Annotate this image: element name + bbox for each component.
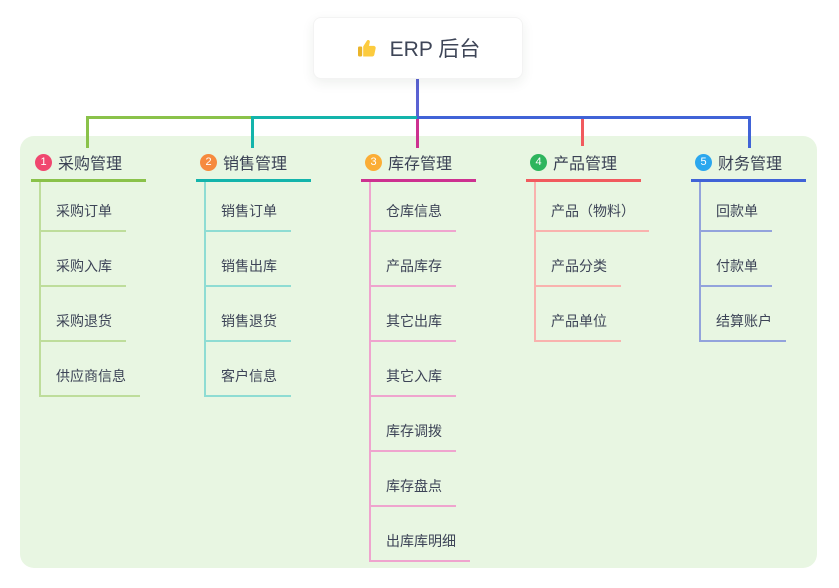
child-node[interactable]: 采购退货	[39, 287, 126, 342]
child-node[interactable]: 供应商信息	[39, 342, 140, 397]
child-node[interactable]: 出库库明细	[369, 507, 470, 562]
branch-title-sales[interactable]: 2 销售管理	[196, 150, 311, 182]
child-node[interactable]: 库存调拨	[369, 397, 456, 452]
root-node[interactable]: ERP 后台	[313, 17, 523, 79]
branch-label: 库存管理	[388, 156, 453, 173]
child-node[interactable]: 其它入库	[369, 342, 456, 397]
branch-product: 4 产品管理 产品（物料） 产品分类 产品单位	[526, 150, 656, 342]
child-node[interactable]: 采购入库	[39, 232, 126, 287]
child-node[interactable]: 产品分类	[534, 232, 621, 287]
branch-sales: 2 销售管理 销售订单 销售出库 销售退货 客户信息	[196, 150, 326, 397]
branch-label: 销售管理	[223, 156, 288, 173]
branch-number-badge: 4	[530, 153, 547, 171]
child-node[interactable]: 销售退货	[204, 287, 291, 342]
branch-children: 产品（物料） 产品分类 产品单位	[534, 182, 656, 342]
connector-root-drop	[416, 79, 419, 118]
branch-number-badge: 2	[200, 153, 217, 171]
branch-label: 产品管理	[553, 156, 618, 173]
child-node[interactable]: 产品库存	[369, 232, 456, 287]
connector-drop-magenta	[416, 119, 419, 148]
child-node[interactable]: 库存盘点	[369, 452, 456, 507]
child-node[interactable]: 仓库信息	[369, 182, 456, 232]
child-node[interactable]: 其它出库	[369, 287, 456, 342]
branch-children: 仓库信息 产品库存 其它出库 其它入库 库存调拨 库存盘点 出库库明细	[369, 182, 491, 562]
child-node[interactable]: 采购订单	[39, 182, 126, 232]
connector-bus-teal	[252, 116, 419, 119]
connector-bus-green	[86, 116, 254, 119]
branch-number-badge: 5	[695, 153, 712, 171]
background-panel	[20, 136, 817, 568]
branch-title-finance[interactable]: 5 财务管理	[691, 150, 806, 182]
connector-drop-teal	[251, 116, 254, 148]
connector-drop-red	[581, 119, 584, 146]
branch-title-product[interactable]: 4 产品管理	[526, 150, 641, 182]
child-node[interactable]: 客户信息	[204, 342, 291, 397]
branch-finance: 5 财务管理 回款单 付款单 结算账户	[691, 150, 821, 342]
child-node[interactable]: 产品（物料）	[534, 182, 649, 232]
child-node[interactable]: 结算账户	[699, 287, 786, 342]
connector-drop-blue	[748, 116, 751, 148]
child-node[interactable]: 回款单	[699, 182, 772, 232]
child-node[interactable]: 销售出库	[204, 232, 291, 287]
branch-children: 回款单 付款单 结算账户	[699, 182, 821, 342]
branch-title-purchase[interactable]: 1 采购管理	[31, 150, 146, 182]
branch-children: 采购订单 采购入库 采购退货 供应商信息	[39, 182, 161, 397]
branch-inventory: 3 库存管理 仓库信息 产品库存 其它出库 其它入库 库存调拨 库存盘点 出库库…	[361, 150, 491, 562]
branch-purchase: 1 采购管理 采购订单 采购入库 采购退货 供应商信息	[31, 150, 161, 397]
child-node[interactable]: 产品单位	[534, 287, 621, 342]
child-node[interactable]: 销售订单	[204, 182, 291, 232]
branch-number-badge: 3	[365, 153, 382, 171]
root-label: ERP 后台	[389, 38, 481, 61]
branch-title-inventory[interactable]: 3 库存管理	[361, 150, 476, 182]
connector-bus-blue	[417, 116, 751, 119]
child-node[interactable]: 付款单	[699, 232, 772, 287]
branch-number-badge: 1	[35, 153, 52, 171]
branch-label: 采购管理	[58, 156, 123, 173]
connector-drop-green	[86, 116, 89, 148]
thumbs-up-icon	[356, 36, 380, 60]
branch-label: 财务管理	[718, 156, 783, 173]
branch-children: 销售订单 销售出库 销售退货 客户信息	[204, 182, 326, 397]
